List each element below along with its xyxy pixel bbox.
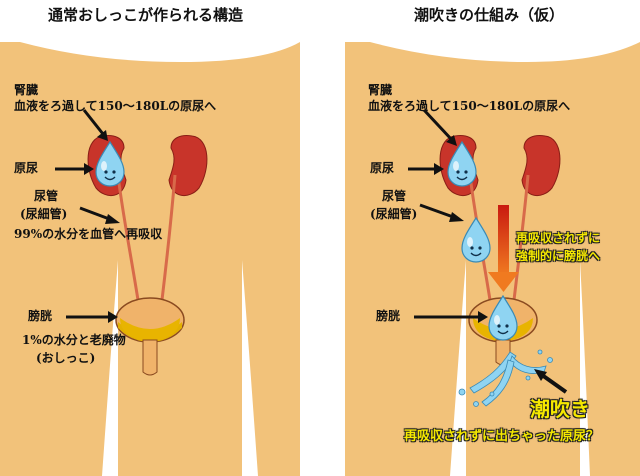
- left-ureter-sub: (尿細管): [20, 207, 68, 221]
- left-body: [0, 42, 300, 476]
- right-bladder-label: 膀胱: [376, 309, 401, 323]
- left-bladder-desc2: (おしっこ): [36, 351, 96, 365]
- right-title: 潮吹きの仕組み（仮）: [414, 6, 565, 24]
- left-genyo-label: 原尿: [14, 161, 39, 175]
- squirt-desc: 再吸収されずに出ちゃった原尿？: [404, 429, 600, 444]
- left-ureter-desc: 99%の水分を血管へ再吸収: [14, 227, 163, 241]
- left-bladder-label: 膀胱: [28, 309, 53, 323]
- left-bladder: [115, 297, 185, 376]
- left-bladder-desc1: 1%の水分と老廃物: [22, 333, 126, 347]
- right-ureter-sub: (尿細管): [370, 207, 418, 221]
- forced-flow-line1: 再吸収されずに: [516, 231, 601, 245]
- left-ureter-left: [116, 174, 140, 301]
- right-ureter-label: 尿管: [382, 189, 407, 203]
- right-body: [345, 42, 640, 476]
- left-ureter-label: 尿管: [34, 189, 59, 203]
- left-kidney-desc: 血液をろ過して150～180Lの原尿へ: [14, 99, 217, 113]
- left-title: 通常おしっこが作られる構造: [48, 6, 244, 24]
- squirt-label: 潮吹き: [530, 397, 590, 421]
- right-kidney-desc: 血液をろ過して150～180Lの原尿へ: [368, 99, 571, 113]
- forced-flow-arrow: [488, 205, 519, 292]
- left-ureter-right: [160, 174, 177, 301]
- forced-flow-line2: 強制的に膀胱へ: [516, 249, 601, 263]
- right-genyo-label: 原尿: [370, 161, 395, 175]
- left-kidney-right: [168, 135, 208, 196]
- right-kidney-label: 腎臓: [368, 83, 393, 97]
- left-kidney-label: 腎臓: [14, 83, 39, 97]
- right-kidney-right: [521, 135, 561, 196]
